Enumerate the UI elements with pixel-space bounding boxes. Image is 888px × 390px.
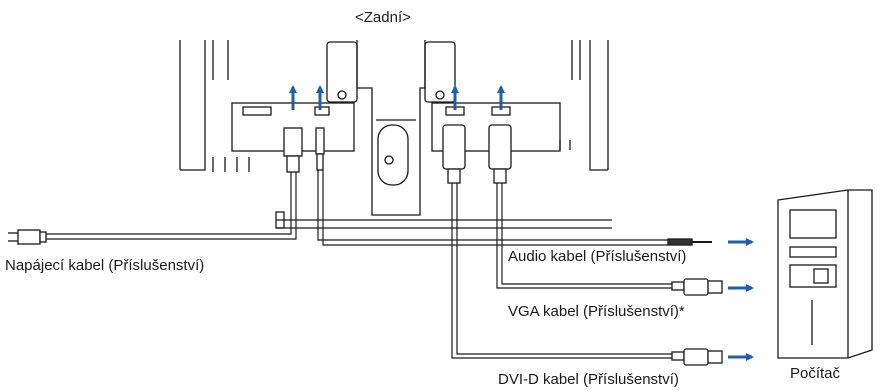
view-title: <Zadní> <box>355 9 411 26</box>
vga-end-plug <box>683 278 709 296</box>
computer-label: Počítač <box>790 365 841 382</box>
dvi-end-plug <box>683 348 709 366</box>
monitor-rear <box>179 40 612 229</box>
cables <box>45 170 672 359</box>
audio-cable-label: Audio kabel (Příslušenství) <box>508 248 687 265</box>
monitor-plugs <box>283 124 512 184</box>
power-plug <box>283 127 303 157</box>
vga-cable-label: VGA kabel (Příslušenství)* <box>508 303 685 320</box>
dvi-cable-label: DVI-D kabel (Příslušenství) <box>498 371 679 388</box>
power-cable-label: Napájecí kabel (Příslušenství) <box>5 257 205 274</box>
power-end-plug <box>17 229 41 245</box>
dvi-plug <box>442 124 466 170</box>
cable-ends <box>8 229 723 366</box>
audio-plug <box>315 127 325 155</box>
computer-arrows <box>728 238 754 361</box>
vga-plug <box>488 124 512 170</box>
insertion-arrows <box>289 85 505 110</box>
computer-tower-icon <box>777 189 873 359</box>
audio-end-plug <box>667 238 693 246</box>
